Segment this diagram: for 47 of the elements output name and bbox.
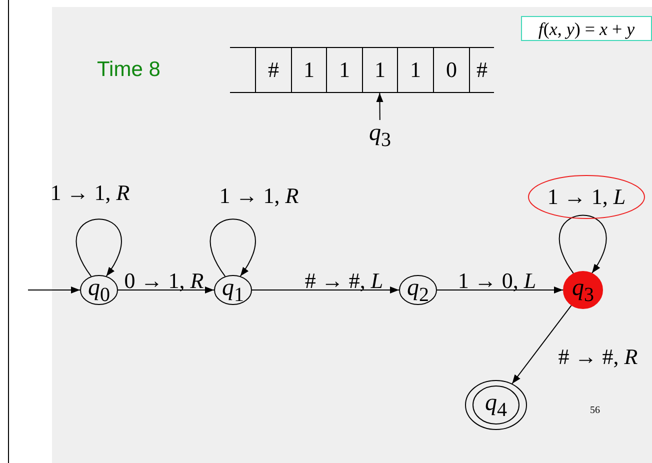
arrow: [252, 286, 400, 294]
edge-label: 1 → 1, R: [50, 182, 130, 204]
tape-cell: [255, 47, 291, 93]
edge-label: 1 → 0, L: [458, 270, 536, 292]
tape-cell: [291, 47, 326, 93]
edge-label: # → #, R: [558, 346, 638, 368]
formula-text: f(x, y) = x + y: [538, 20, 635, 38]
transition-label: 1 → 1, L: [547, 186, 626, 208]
self-loop-arrow: [558, 214, 607, 274]
self-loop-arrow: [76, 218, 122, 277]
accepting-state-circle: [465, 380, 527, 430]
tape-cell: [397, 47, 433, 93]
edge-label: # → #, L: [304, 270, 384, 292]
self-loop-arrow: [210, 218, 256, 277]
arrow: [436, 286, 564, 294]
current-state-circle: [563, 271, 603, 309]
state-circle: [80, 275, 118, 305]
tape-cell: [433, 47, 469, 93]
state-circle: [399, 275, 437, 305]
head-state-label: q$_{3}$: [369, 120, 391, 150]
tape-symbol: #: [268, 59, 279, 81]
state-label: q$_{4}$: [485, 390, 507, 420]
tape-cell: [230, 47, 255, 93]
tape-symbol: 1: [374, 59, 386, 81]
arrow: [376, 92, 384, 120]
start-arrow: [28, 286, 80, 294]
tape-cell: [469, 47, 494, 93]
state-label: q$_{3}$: [572, 276, 594, 304]
state-circle: [214, 275, 252, 305]
edge-label: 1 → 1, R: [219, 185, 299, 207]
page-number: 56: [590, 405, 600, 417]
tape-cell: [362, 47, 397, 93]
tape-symbol: 1: [304, 59, 314, 81]
arrow: [512, 304, 572, 384]
highlight-ellipse: [528, 175, 645, 219]
state-label: q$_{0}$: [88, 276, 110, 304]
formula-box: [521, 16, 652, 41]
tape-symbol: 1: [339, 59, 350, 81]
tape-symbol: 1: [410, 59, 421, 81]
state-label: q$_{1}$: [222, 276, 244, 304]
tape-symbol: #: [476, 59, 488, 81]
edge-label: 0 → 1, R: [124, 270, 204, 292]
tape-symbol: 0: [446, 59, 457, 81]
state-label: q$_{2}$: [407, 276, 429, 304]
time-label: Time 8: [97, 57, 160, 82]
arrow: [118, 286, 214, 294]
tape-cell: [326, 47, 362, 93]
